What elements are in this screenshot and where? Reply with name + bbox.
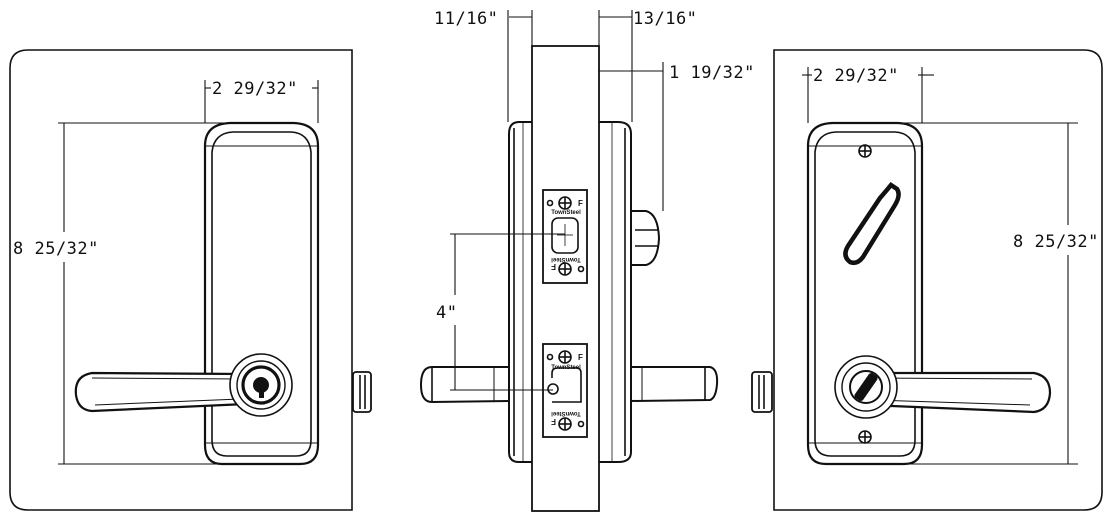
back-height-label: 8 25/32" bbox=[1013, 232, 1099, 252]
back-width-label: 2 29/32" bbox=[813, 66, 899, 86]
deadbolt-brand-mark-inverted: TownSteel bbox=[551, 256, 581, 262]
front-height-label: 8 25/32" bbox=[13, 239, 99, 259]
front-width-dim-lines bbox=[204, 80, 319, 123]
front-height-dim-lines bbox=[58, 122, 230, 465]
indicator-icon bbox=[577, 265, 585, 273]
screw-icon bbox=[558, 196, 572, 210]
door-slab bbox=[531, 45, 600, 512]
latch-face-letter: F bbox=[578, 353, 583, 362]
back-view bbox=[751, 49, 1103, 511]
side-trim-right bbox=[599, 121, 632, 463]
deadbolt-face-letter: F bbox=[578, 199, 583, 208]
latch-brand-mark-inverted: TownSteel bbox=[551, 410, 581, 416]
backset-label: 4" bbox=[436, 303, 457, 323]
screw-icon bbox=[558, 417, 572, 431]
back-height-dim-lines bbox=[898, 122, 1078, 465]
side-right-thickness-label: 13/16" bbox=[633, 9, 697, 29]
side-left-thickness-label: 11/16" bbox=[434, 9, 498, 29]
front-view bbox=[9, 49, 372, 511]
side-trim-left bbox=[508, 121, 532, 463]
thumb-turn-icon bbox=[631, 210, 661, 266]
deadbolt-turn-knob-icon bbox=[843, 181, 901, 266]
back-latch-edge bbox=[751, 371, 773, 413]
front-escutcheon bbox=[203, 121, 320, 466]
latch-brand-mark: TownSteel bbox=[551, 365, 581, 371]
indicator-icon bbox=[577, 420, 585, 428]
latch-face-letter-inverted: F bbox=[551, 417, 556, 426]
front-lever bbox=[74, 371, 247, 413]
back-lever bbox=[867, 371, 1052, 414]
thumb-turn-icon bbox=[834, 355, 898, 419]
key-cylinder-icon bbox=[229, 353, 293, 417]
front-width-label: 2 29/32" bbox=[212, 79, 298, 99]
side-lever-left bbox=[419, 366, 510, 404]
indicator-icon bbox=[546, 199, 554, 207]
deadbolt-faceplate bbox=[542, 189, 588, 284]
deadbolt-face-letter-inverted: F bbox=[551, 262, 556, 271]
indicator-icon bbox=[546, 353, 554, 361]
screw-icon bbox=[858, 144, 872, 158]
front-latch-edge bbox=[352, 371, 372, 413]
side-lever-right bbox=[630, 366, 719, 402]
side-dim-lines bbox=[450, 10, 664, 391]
screw-icon bbox=[558, 262, 572, 276]
back-width-dim-lines bbox=[802, 67, 934, 123]
back-door-outline bbox=[773, 49, 1103, 511]
front-door-outline bbox=[9, 49, 353, 511]
screw-icon bbox=[558, 350, 572, 364]
side-projection-label: 1 19/32" bbox=[669, 63, 755, 83]
screw-icon bbox=[858, 430, 872, 444]
side-view bbox=[419, 10, 719, 512]
deadbolt-brand-mark: TownSteel bbox=[551, 210, 581, 216]
